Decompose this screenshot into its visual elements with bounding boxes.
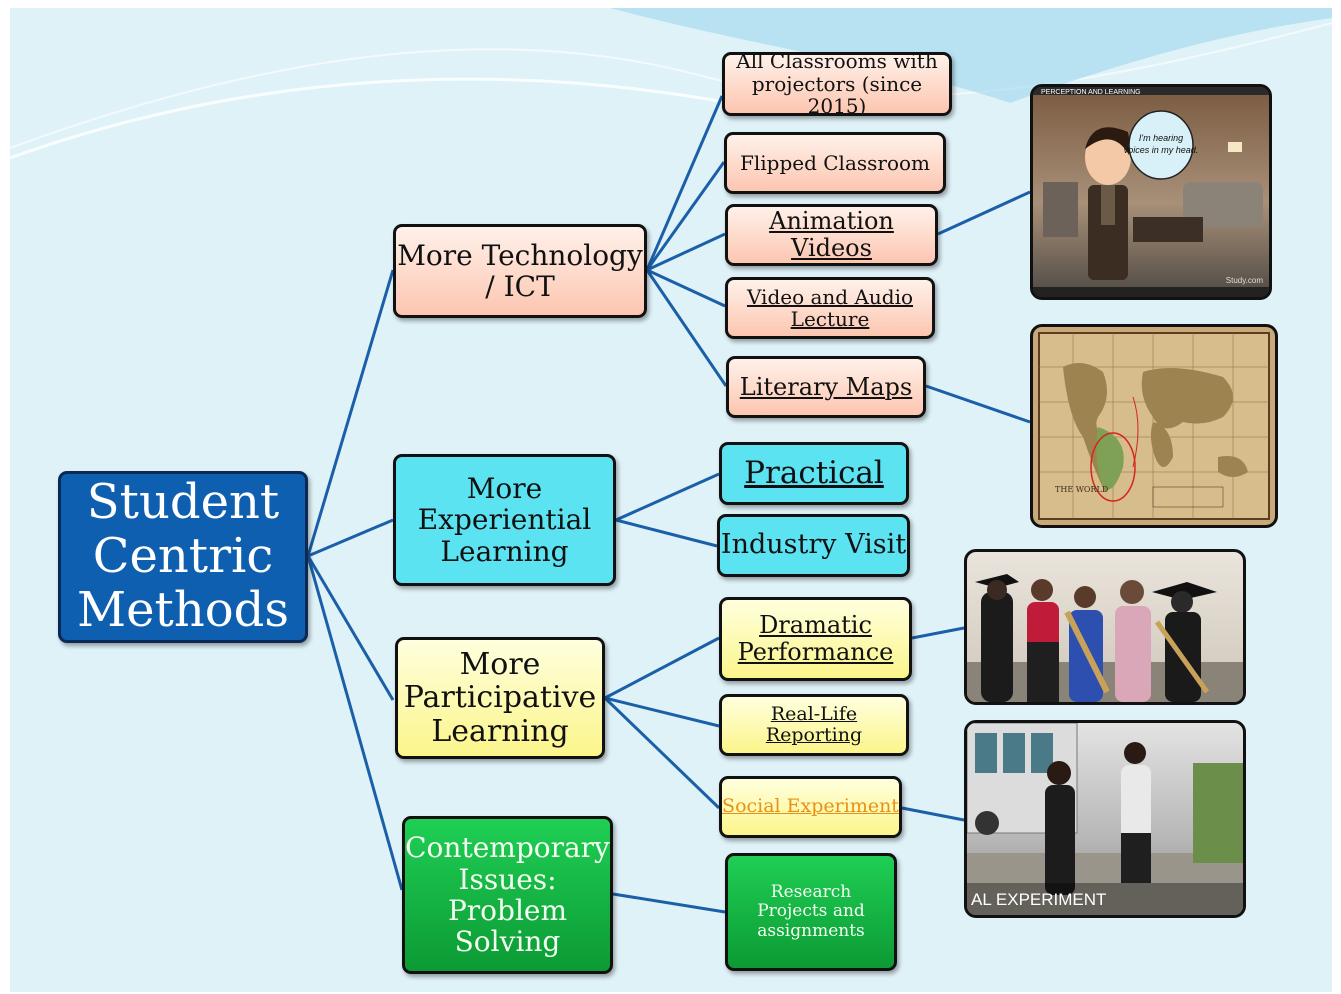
experiment-caption: AL EXPERIMENT <box>971 890 1106 909</box>
real-life-reporting-link[interactable]: Real-Life Reporting <box>765 702 863 746</box>
world-map-graphic: THE WORLD <box>1038 332 1270 520</box>
drama-group-image <box>967 574 1243 702</box>
leaf-real-life-reporting[interactable]: Real-Life Reporting <box>719 694 909 756</box>
branch-participative: More Participative Learning <box>395 637 605 759</box>
animation-watermark: Study.com <box>1226 276 1264 285</box>
branch-technology: More Technology / ICT <box>393 224 647 318</box>
branch-participative-label: More Participative Learning <box>403 646 597 749</box>
leaf-research-projects: Research Projects and assignments <box>725 853 897 971</box>
root-label: Student Centric Methods <box>76 474 289 638</box>
practical-link[interactable]: Practical <box>744 455 884 492</box>
leaf-classrooms-projectors-label: All Classrooms with projectors (since 20… <box>736 49 938 119</box>
branch-contemporary: Contemporary Issues: Problem Solving <box>402 816 613 974</box>
connector-layer <box>10 8 1332 914</box>
dramatic-performance-link[interactable]: Dramatic Performance <box>737 611 894 666</box>
leaf-animation-videos[interactable]: Animation Videos <box>725 204 938 266</box>
drama-figures <box>975 574 1217 702</box>
leaf-classrooms-projectors: All Classrooms with projectors (since 20… <box>722 49 952 119</box>
branch-contemporary-label: Contemporary Issues: Problem Solving <box>405 831 610 959</box>
branch-experiential: More Experiential Learning <box>393 454 616 586</box>
leaf-practical[interactable]: Practical <box>719 442 909 505</box>
social-experiment-link[interactable]: Social Experiment <box>722 795 899 818</box>
branch-experiential-label: More Experiential Learning <box>417 471 592 568</box>
social-experiment-image: AL EXPERIMENT <box>967 723 1243 915</box>
leaf-flipped-classroom-label: Flipped Classroom <box>739 150 931 175</box>
map-caption: THE WORLD <box>1055 485 1108 494</box>
animation-videos-link[interactable]: Animation Videos <box>769 207 894 262</box>
slide: Student Centric Methods More Technology … <box>10 8 1332 992</box>
root-node: Student Centric Methods <box>58 471 308 643</box>
social-experiment-photo[interactable]: AL EXPERIMENT <box>964 720 1246 918</box>
leaf-dramatic-performance[interactable]: Dramatic Performance <box>719 597 912 681</box>
literary-map-image[interactable]: THE WORLD <box>1030 324 1278 528</box>
leaf-industry-visit: Industry Visit <box>717 514 910 577</box>
animation-caption-top: PERCEPTION AND LEARNING <box>1041 89 1141 96</box>
svg-text:voices in my head.: voices in my head. <box>1124 145 1199 155</box>
video-audio-lecture-link[interactable]: Video and Audio Lecture <box>746 284 914 331</box>
leaf-industry-visit-label: Industry Visit <box>720 529 907 561</box>
animation-video-thumbnail[interactable]: PERCEPTION AND LEARNING I'm hearing voic… <box>1030 84 1272 300</box>
leaf-research-projects-label: Research Projects and assignments <box>757 882 865 941</box>
leaf-social-experiment[interactable]: Social Experiment <box>719 776 902 838</box>
branch-technology-label: More Technology / ICT <box>397 238 643 303</box>
svg-text:I'm hearing: I'm hearing <box>1139 133 1183 143</box>
leaf-video-audio-lecture[interactable]: Video and Audio Lecture <box>725 277 935 339</box>
leaf-literary-maps[interactable]: Literary Maps <box>726 356 926 418</box>
animation-scene-image: PERCEPTION AND LEARNING I'm hearing voic… <box>1033 87 1269 297</box>
literary-maps-link[interactable]: Literary Maps <box>739 372 913 401</box>
connector-lines <box>306 95 1031 914</box>
dramatic-performance-photo[interactable] <box>964 549 1246 705</box>
leaf-flipped-classroom: Flipped Classroom <box>724 132 946 194</box>
